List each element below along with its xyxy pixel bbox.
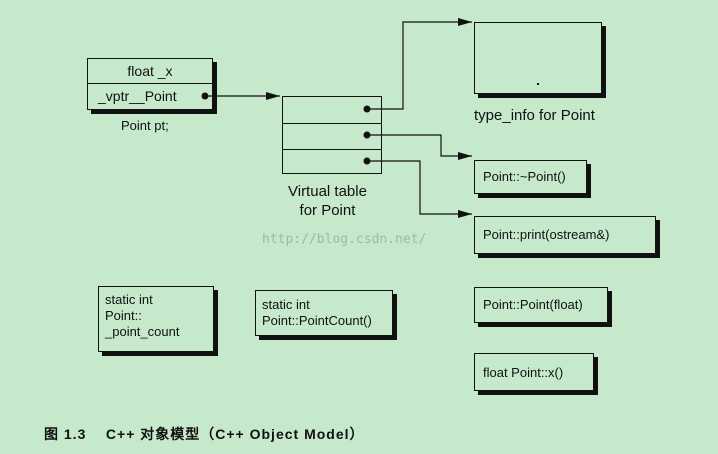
static-point-count-label: static int Point:: _point_count: [105, 292, 180, 339]
type-info-label: type_info for Point: [474, 107, 595, 124]
watermark: http://blog.csdn.net/: [262, 232, 427, 247]
print-method-label: Point::print(ostream&): [483, 227, 610, 242]
vtable-slot-type-info: [283, 97, 381, 124]
field-vptr: _vptr__Point: [88, 83, 212, 109]
vtable-slot-destructor: [283, 123, 381, 150]
static-point-count-box: static int Point:: _point_count: [98, 286, 214, 352]
point-object-label: Point pt;: [121, 118, 169, 133]
static-point-count-fn-label: static int Point::PointCount(): [262, 297, 372, 328]
slot3-arrow: [367, 160, 472, 218]
static-point-count-fn-box: static int Point::PointCount(): [255, 290, 393, 336]
slot2-arrow: [367, 134, 472, 160]
vtable-label: Virtual table for Point: [288, 183, 367, 219]
print-method-box: Point::print(ostream&): [474, 216, 656, 254]
field-float-x-label: float _x: [127, 63, 173, 79]
constructor-box: Point::Point(float): [474, 287, 608, 323]
figure-caption: 图 1.3 C++ 对象模型（C++ Object Model）: [44, 426, 365, 442]
slot1-arrow: [367, 18, 472, 110]
point-object-box: float _x _vptr__Point: [87, 58, 213, 110]
getter-label: float Point::x(): [483, 365, 564, 380]
destructor-box: Point::~Point(): [474, 160, 587, 194]
type-info-box: [474, 22, 602, 94]
constructor-label: Point::Point(float): [483, 297, 583, 312]
type-info-dot: [537, 83, 539, 85]
field-float-x: float _x: [88, 59, 212, 84]
field-vptr-label: _vptr__Point: [98, 88, 177, 104]
getter-box: float Point::x(): [474, 353, 594, 391]
destructor-label: Point::~Point(): [483, 169, 566, 184]
